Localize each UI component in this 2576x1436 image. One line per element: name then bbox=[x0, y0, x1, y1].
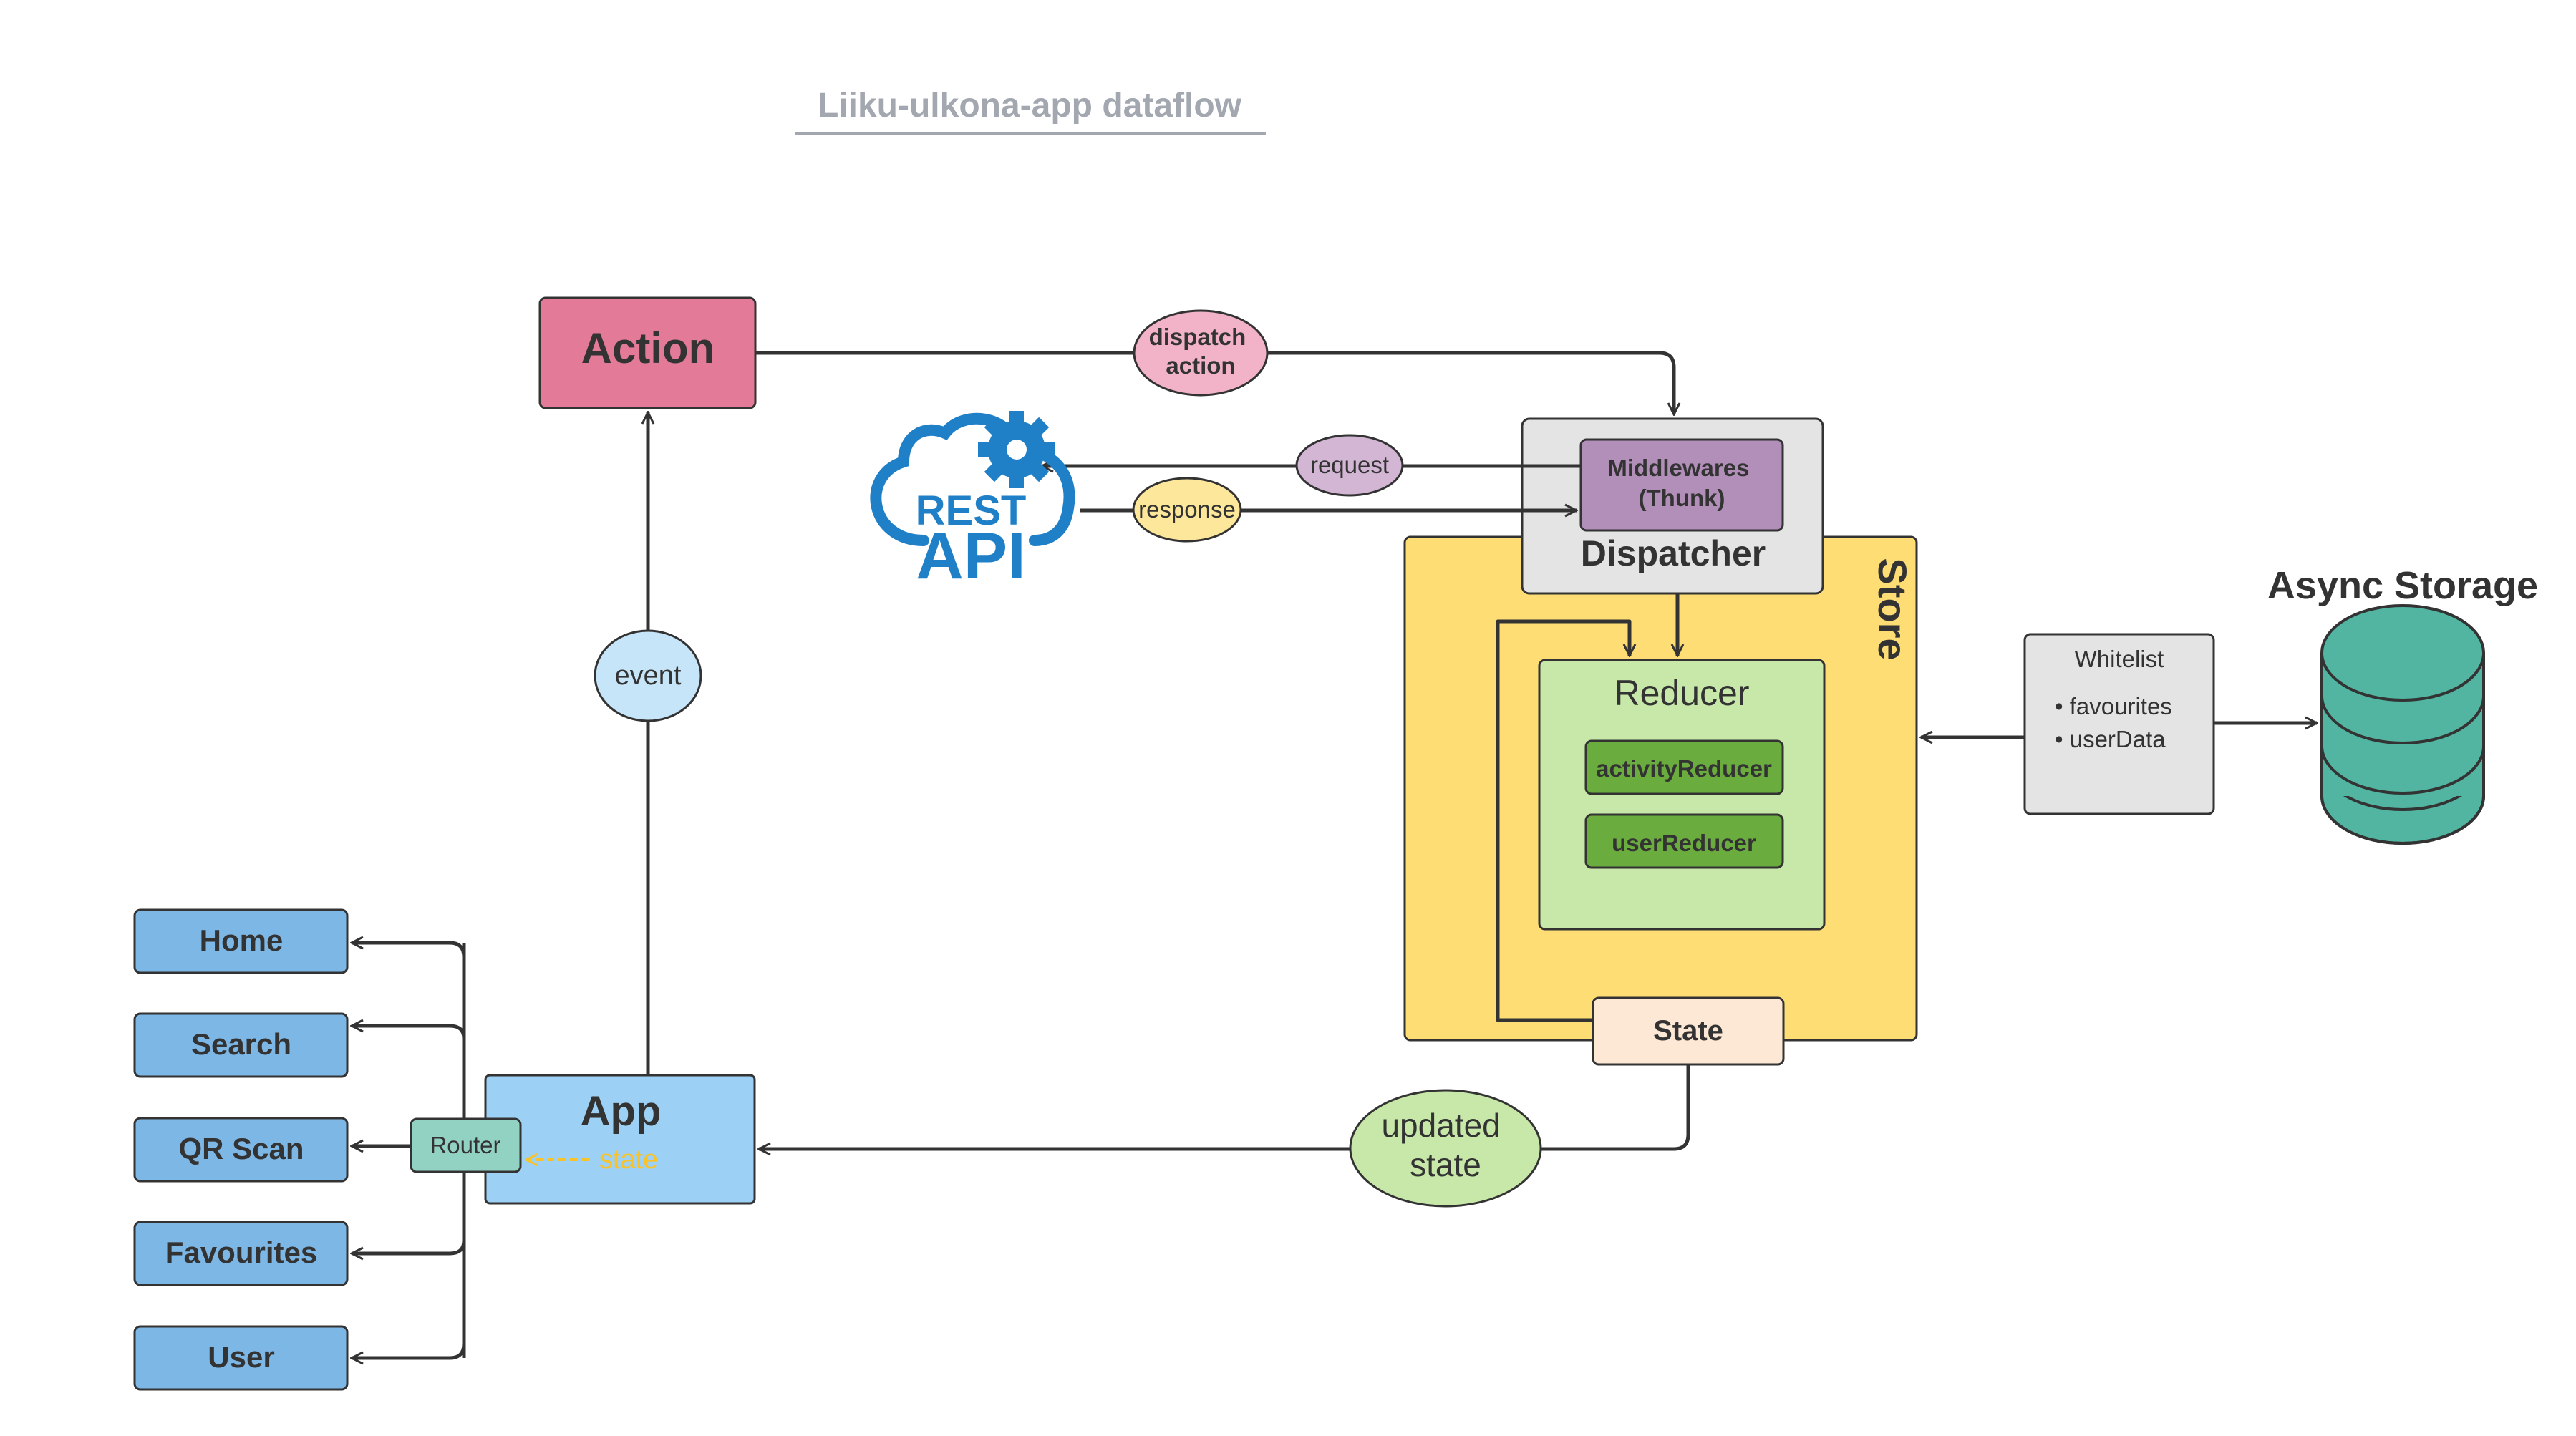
router-label: Router bbox=[430, 1132, 500, 1158]
database-icon bbox=[2320, 604, 2485, 845]
request-bubble bbox=[1295, 434, 1404, 497]
router-box bbox=[410, 1117, 522, 1173]
whitelist-item-userdata: • userData bbox=[2055, 726, 2166, 752]
diagram-title: Liiku-ulkona-app dataflow bbox=[818, 87, 1242, 125]
updated-state-label: updated state bbox=[1381, 1107, 1509, 1183]
event-label: event bbox=[615, 661, 682, 691]
state-label: State bbox=[1653, 1015, 1723, 1047]
response-label: response bbox=[1138, 496, 1236, 523]
dispatch-action-label: dispatch action bbox=[1149, 324, 1253, 379]
route-list: Home Search QR Scan Favourites User bbox=[133, 908, 349, 1391]
dispatcher-label: Dispatcher bbox=[1581, 533, 1766, 573]
route-qrscan-box bbox=[133, 1117, 349, 1183]
response-bubble bbox=[1132, 477, 1242, 543]
rest-api-api-text: API bbox=[916, 520, 1025, 593]
event-bubble bbox=[594, 629, 702, 722]
activity-reducer-box bbox=[1584, 739, 1784, 795]
async-storage-label: Async Storage bbox=[2267, 564, 2538, 607]
updated-state-bubble bbox=[1349, 1089, 1542, 1208]
app-state-label: state bbox=[599, 1145, 658, 1175]
whitelist-title: Whitelist bbox=[2075, 646, 2164, 672]
app-label: App bbox=[581, 1088, 662, 1135]
dispatch-action-bubble bbox=[1133, 309, 1269, 397]
route-qrscan-label: QR Scan bbox=[178, 1132, 304, 1165]
route-home-box bbox=[133, 908, 349, 974]
middlewares-box bbox=[1579, 438, 1784, 532]
route-arrow-search bbox=[352, 1026, 466, 1039]
route-arrow-favourites bbox=[352, 1240, 466, 1253]
route-arrow-user bbox=[352, 1343, 466, 1358]
route-favourites-label: Favourites bbox=[165, 1236, 317, 1269]
store-label: Store bbox=[1870, 558, 1915, 660]
middlewares-label: Middlewares (Thunk) bbox=[1607, 455, 1756, 511]
route-search-box bbox=[133, 1012, 349, 1078]
cloud-icon bbox=[870, 412, 1075, 546]
rest-api-logo: REST API bbox=[870, 411, 1075, 593]
route-search-label: Search bbox=[191, 1027, 291, 1061]
action-label: Action bbox=[581, 324, 715, 372]
state-loop-arrow bbox=[1496, 619, 1630, 1022]
route-favourites-box bbox=[133, 1221, 349, 1286]
action-to-dispatcher-arrow bbox=[755, 351, 1674, 414]
request-label: request bbox=[1310, 452, 1389, 478]
route-arrow-home bbox=[352, 943, 466, 958]
gear-icon bbox=[978, 411, 1055, 488]
activity-reducer-label: activityReducer bbox=[1596, 755, 1772, 782]
user-reducer-box bbox=[1584, 813, 1784, 869]
route-home-label: Home bbox=[200, 923, 284, 957]
route-user-label: User bbox=[208, 1340, 274, 1374]
rest-api-rest-text: REST bbox=[916, 487, 1027, 534]
user-reducer-label: userReducer bbox=[1612, 830, 1756, 856]
state-to-app-arrow bbox=[759, 1064, 1690, 1149]
route-user-box bbox=[133, 1325, 349, 1391]
reducer-label: Reducer bbox=[1614, 673, 1750, 713]
whitelist-box bbox=[2023, 633, 2215, 815]
whitelist-item-favourites: • favourites bbox=[2055, 693, 2172, 719]
